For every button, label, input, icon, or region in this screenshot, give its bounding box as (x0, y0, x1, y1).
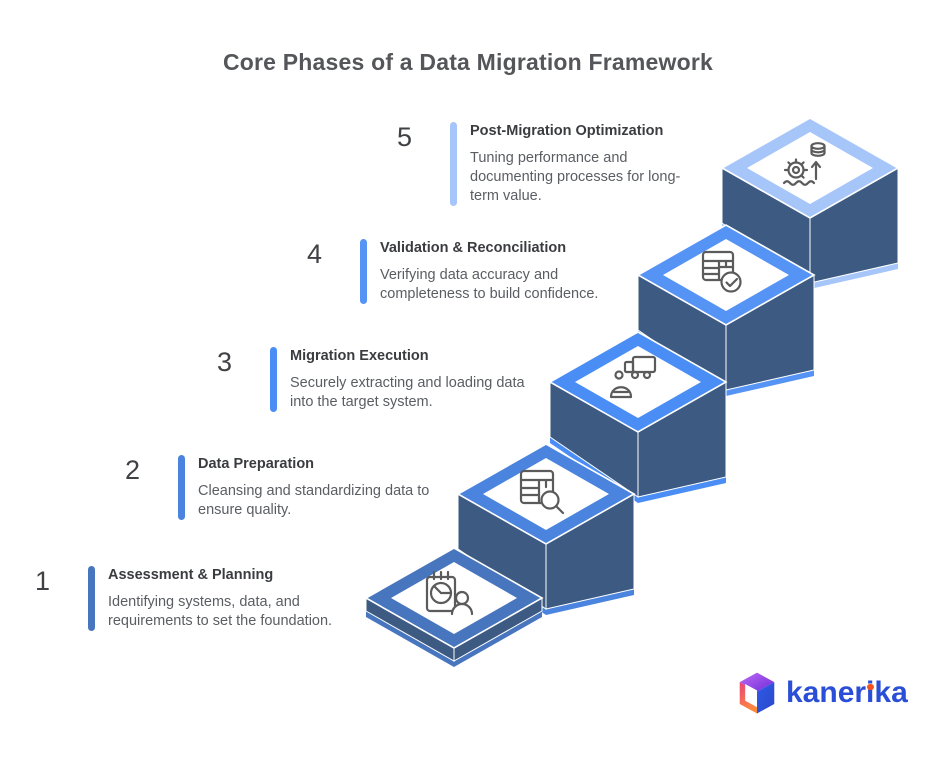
robot-truck-icon (609, 355, 657, 399)
staircase-graphic (364, 117, 900, 667)
kanerika-wordmark: kanerika (786, 676, 908, 709)
kanerika-logo: kanerika (737, 668, 908, 718)
step-accent-bar (450, 122, 457, 206)
kanerika-i-dot (867, 683, 874, 690)
step-title: Post-Migration Optimization (470, 123, 664, 139)
stair-step-5 (720, 117, 900, 289)
table-search-icon (519, 469, 565, 515)
kanerika-cube-icon (739, 672, 775, 713)
step-description: Verifying data accuracy and completeness… (380, 267, 599, 302)
step-number: 3 (216, 347, 232, 377)
page-title: Core Phases of a Data Migration Framewor… (222, 49, 714, 75)
step-accent-bar (178, 455, 185, 520)
stair-step-1 (364, 547, 544, 667)
gear-database-upgrade-icon (782, 142, 826, 186)
step-description: Identifying systems, data, and requireme… (108, 594, 333, 629)
step-number: 4 (306, 239, 322, 269)
step-description: Securely extracting and loading data int… (290, 375, 525, 410)
step-title: Assessment & Planning (108, 567, 274, 583)
step-number: 5 (396, 122, 412, 152)
step-2-block: 2 Data Preparation Cleansing and standar… (94, 455, 433, 520)
step-4-block: 4 Validation & Reconciliation Verifying … (276, 239, 625, 304)
stair-step-2 (456, 443, 636, 615)
step-accent-bar (270, 347, 277, 412)
table-check-icon (701, 250, 742, 293)
step-title: Migration Execution (290, 348, 429, 364)
step-description: Cleansing and standardizing data to ensu… (198, 483, 430, 518)
stair-step-4 (636, 224, 816, 396)
step-number: 2 (124, 455, 140, 485)
step-1-block: 1 Assessment & Planning Identifying syst… (4, 566, 358, 631)
calendar-planning-icon (425, 570, 474, 616)
step-accent-bar (360, 239, 367, 304)
step-3-block: 3 Migration Execution Securely extractin… (186, 347, 530, 412)
step-title: Data Preparation (198, 456, 315, 472)
step-title: Validation & Reconciliation (380, 240, 567, 256)
step-5-block: 5 Post-Migration Optimization Tuning per… (366, 122, 690, 206)
step-description: Tuning performance and documenting proce… (470, 150, 681, 204)
stair-step-3 (548, 331, 728, 503)
step-number: 1 (34, 566, 50, 596)
step-accent-bar (88, 566, 95, 631)
